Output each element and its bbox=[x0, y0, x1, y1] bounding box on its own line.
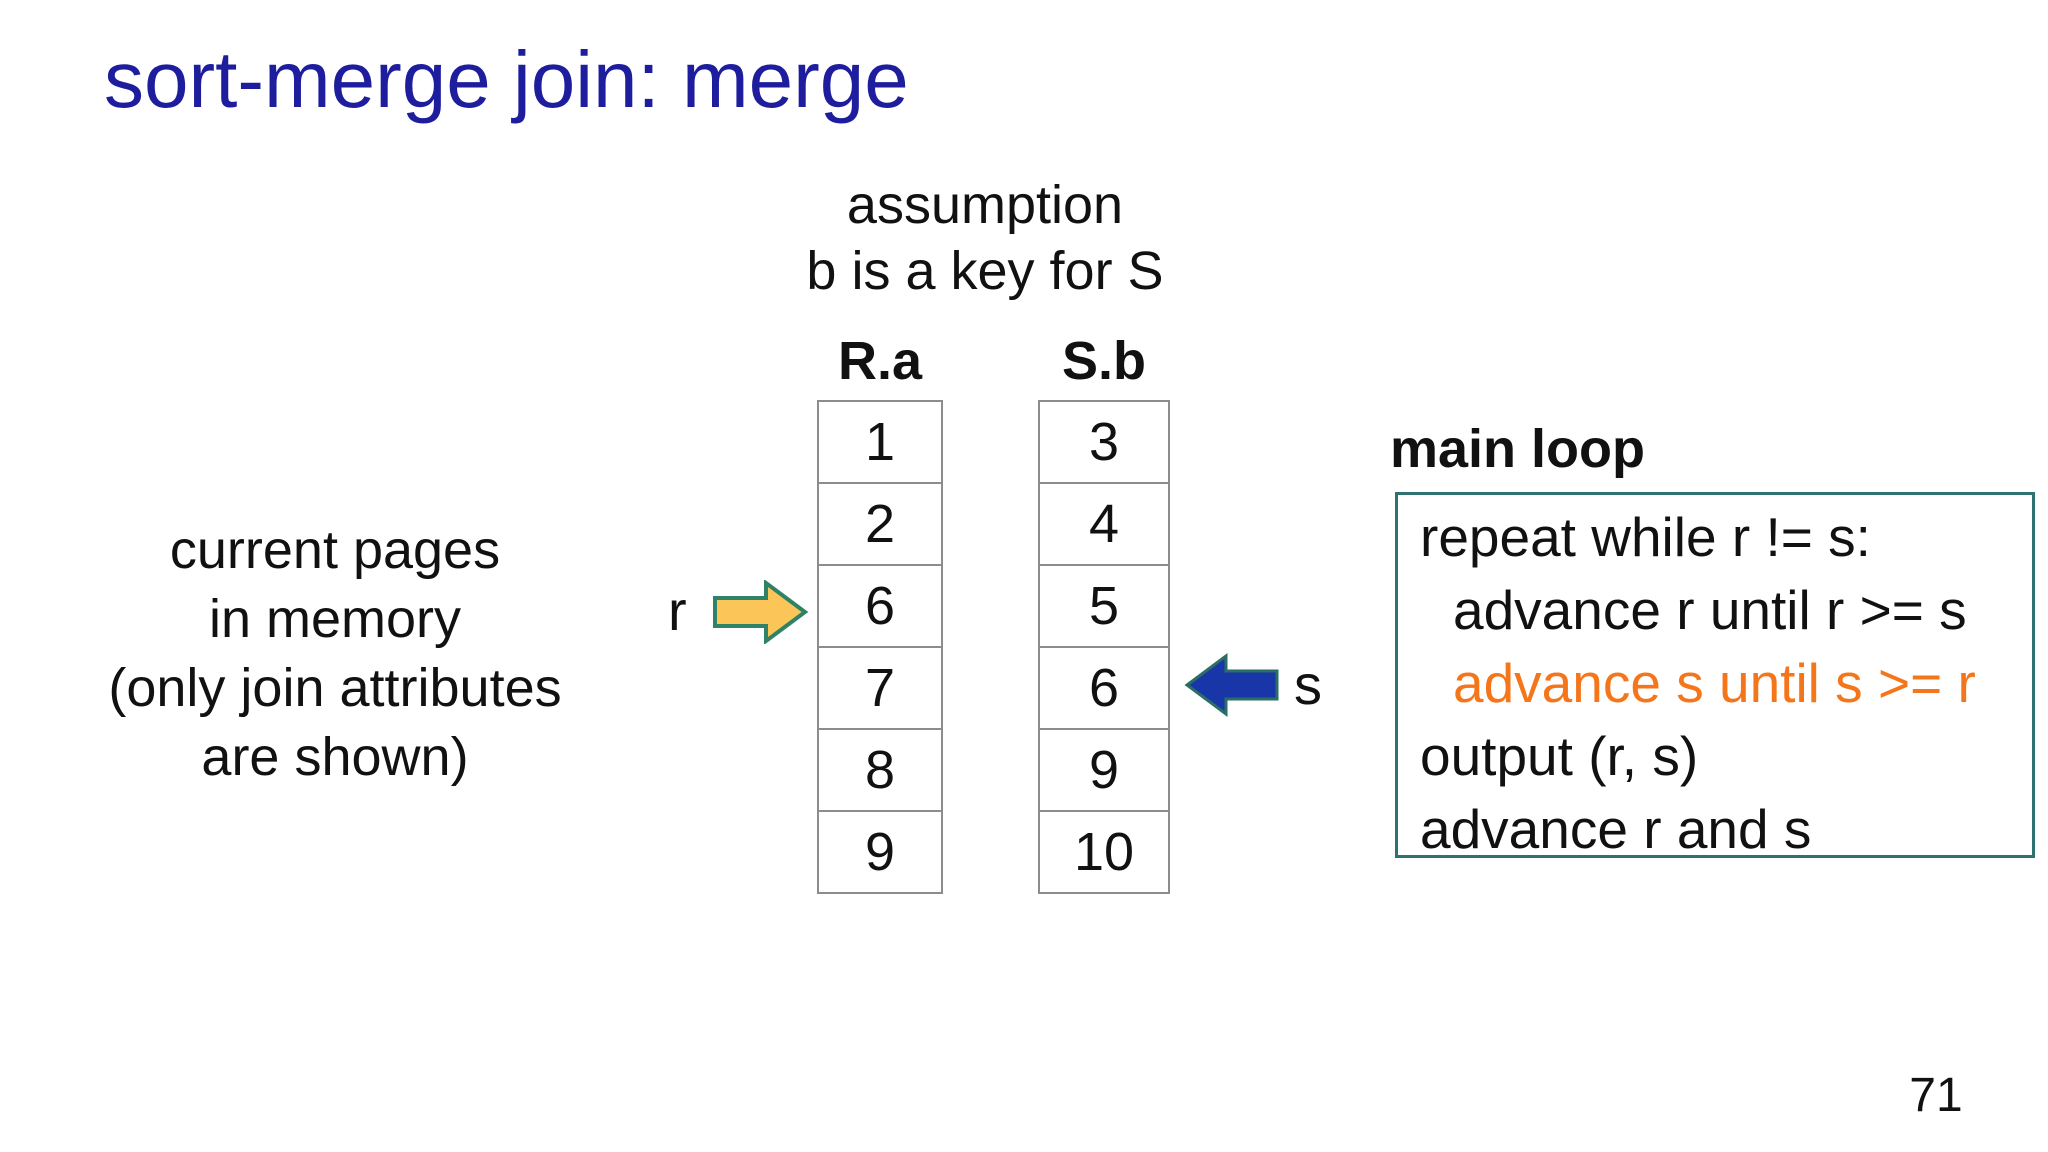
s-table-cell: 3 bbox=[1040, 402, 1168, 484]
s-pointer-label: s bbox=[1294, 653, 1322, 716]
memory-caption-line: current pages bbox=[169, 520, 501, 580]
memory-caption-line: are shown) bbox=[201, 727, 469, 787]
r-pointer-label: r bbox=[668, 579, 687, 642]
memory-caption: current pages in memory (only join attri… bbox=[80, 516, 590, 792]
s-table-cell: 9 bbox=[1040, 730, 1168, 812]
r-table: 1 2 6 7 8 9 bbox=[817, 400, 943, 894]
page-number: 71 bbox=[1909, 1069, 1963, 1122]
s-table-cell: 4 bbox=[1040, 484, 1168, 566]
main-loop-heading: main loop bbox=[1390, 419, 1645, 479]
r-table-cell: 6 bbox=[819, 566, 941, 648]
s-table: 3 4 5 6 9 10 bbox=[1038, 400, 1170, 894]
column-header-sb: S.b bbox=[1061, 331, 1146, 391]
assumption-line-1: assumption bbox=[846, 175, 1124, 235]
r-table-cell: 8 bbox=[819, 730, 941, 812]
page-title: sort-merge join: merge bbox=[104, 35, 909, 124]
r-table-cell: 9 bbox=[864, 822, 896, 882]
s-table-cell: 5 bbox=[1040, 566, 1168, 648]
code-line-repeat: repeat while r != s: bbox=[1420, 506, 1871, 568]
r-table-cell: 1 bbox=[819, 402, 941, 484]
code-line-output: output (r, s) bbox=[1420, 725, 1699, 787]
s-table-cell: 6 bbox=[1040, 648, 1168, 730]
memory-caption-line: (only join attributes bbox=[108, 658, 562, 718]
code-line-advance-r: advance r until r >= s bbox=[1453, 579, 1967, 641]
assumption-note: assumption b is a key for S bbox=[700, 172, 1270, 304]
assumption-line-2: b is a key for S bbox=[806, 241, 1164, 301]
code-line-advance-both: advance r and s bbox=[1420, 798, 1812, 860]
pseudocode-box: repeat while r != s: advance r until r >… bbox=[1395, 492, 2035, 860]
s-pointer-left-arrow-icon bbox=[1184, 653, 1279, 717]
r-table-cell: 7 bbox=[819, 648, 941, 730]
memory-caption-line: in memory bbox=[208, 589, 462, 649]
r-pointer-right-arrow-icon bbox=[713, 580, 808, 644]
r-table-cell: 2 bbox=[819, 484, 941, 566]
column-header-ra: R.a bbox=[837, 331, 923, 391]
s-table-cell: 10 bbox=[1073, 822, 1135, 882]
code-line-advance-s-highlighted: advance s until s >= r bbox=[1453, 652, 1976, 714]
